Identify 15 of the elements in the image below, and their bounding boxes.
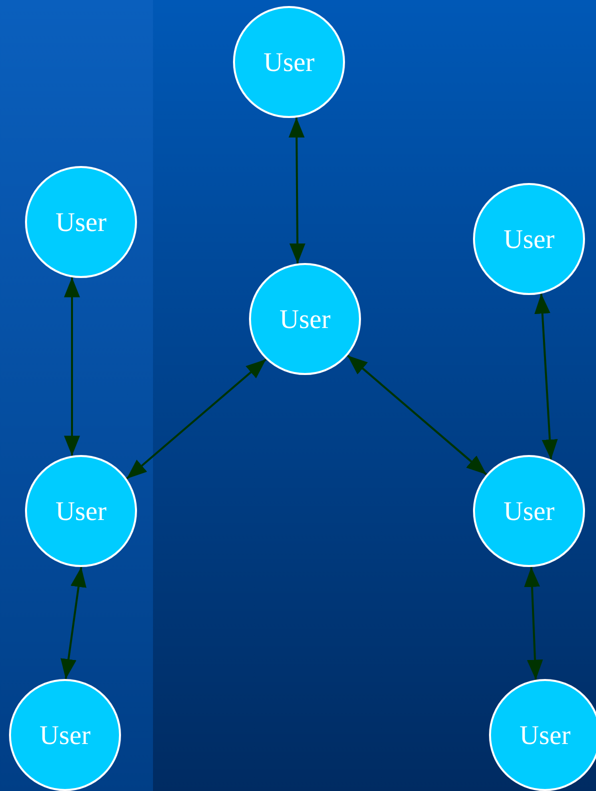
node-label: User [56,206,106,238]
double-arrow [60,566,86,680]
double-arrow [534,294,558,460]
double-arrow [126,358,267,480]
double-arrow [524,566,543,680]
node-label: User [40,720,90,750]
node-label: User [264,46,314,78]
node-label: User [520,720,570,750]
node-label: User [280,304,330,334]
double-arrow [346,354,488,476]
double-arrow [288,118,306,264]
double-arrow [64,277,80,456]
node-label: User [56,496,106,526]
node-label: User [504,496,554,526]
node-label: User [504,224,554,254]
